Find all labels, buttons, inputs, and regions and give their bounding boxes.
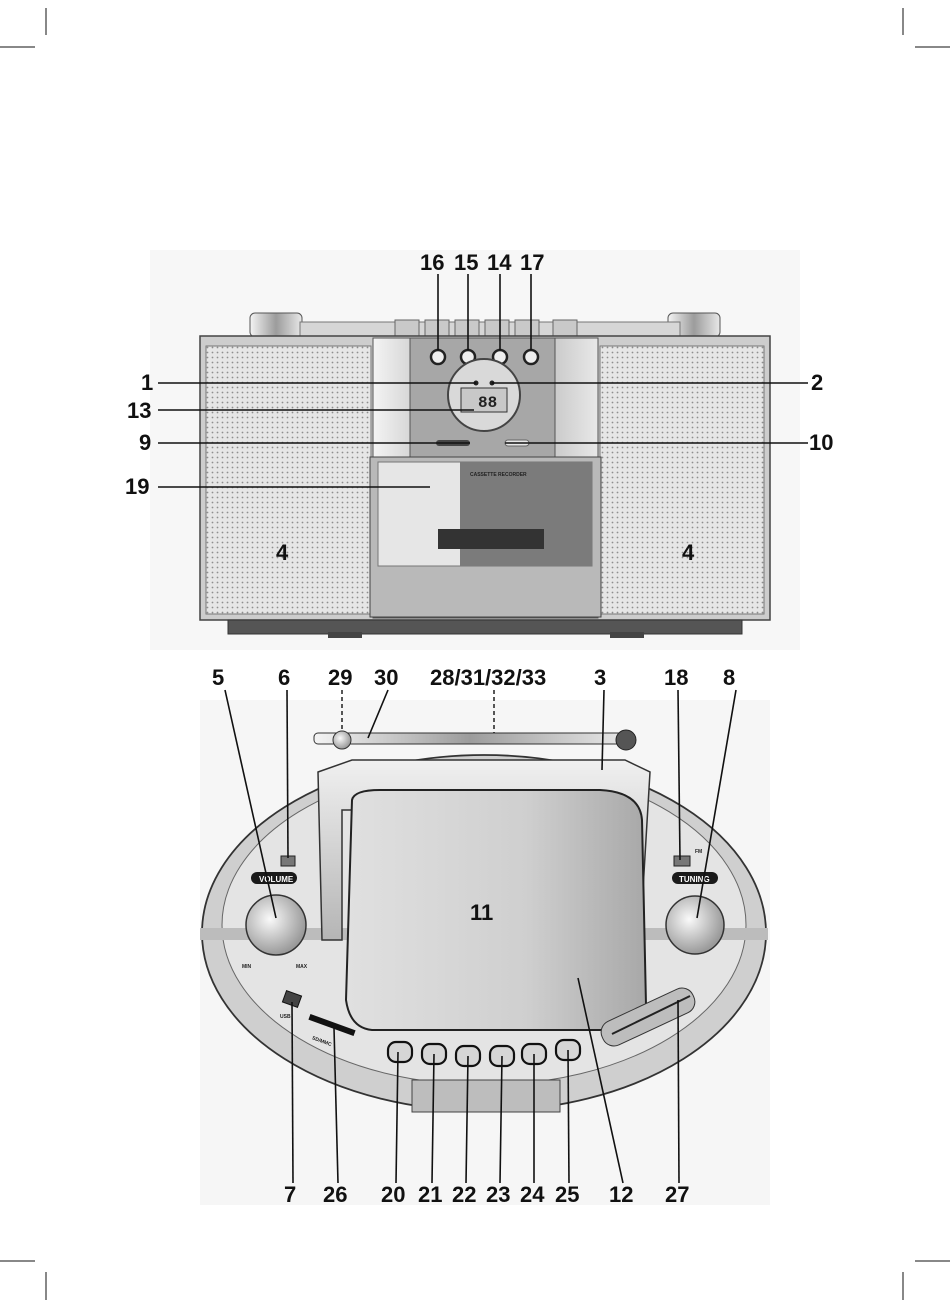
tuning-label: TUNING <box>679 875 710 884</box>
max-label: MAX <box>296 964 308 970</box>
callout-8: 8 <box>723 665 735 690</box>
callout-24: 24 <box>520 1182 545 1207</box>
callout-16: 16 <box>420 250 444 275</box>
callout-4-right: 4 <box>682 540 695 565</box>
usb-label: USB <box>280 1014 291 1020</box>
callout-2: 2 <box>811 370 823 395</box>
callout-29: 29 <box>328 665 352 690</box>
callout-25: 25 <box>555 1182 579 1207</box>
callout-13: 13 <box>127 398 151 423</box>
callout-7: 7 <box>284 1182 296 1207</box>
front-view: 88 CASSETTE RECORDER <box>150 250 800 650</box>
min-label: MIN <box>242 964 252 970</box>
tuning-knob <box>666 896 724 954</box>
callout-30: 30 <box>374 665 398 690</box>
callout-19: 19 <box>125 474 149 499</box>
callout-26: 26 <box>323 1182 347 1207</box>
callout-9: 9 <box>139 430 151 455</box>
band-switch <box>674 856 690 866</box>
callout-15: 15 <box>454 250 478 275</box>
volume-label: VOLUME <box>259 875 294 884</box>
antenna <box>314 733 626 744</box>
callout-28-31-32-33: 28/31/32/33 <box>430 665 546 690</box>
callout-23: 23 <box>486 1182 510 1207</box>
callout-20: 20 <box>381 1182 405 1207</box>
speaker-left <box>206 346 371 614</box>
callout-10: 10 <box>809 430 833 455</box>
cassette-label: CASSETTE RECORDER <box>470 472 527 478</box>
callout-27: 27 <box>665 1182 689 1207</box>
callout-17: 17 <box>520 250 544 275</box>
callout-4-left: 4 <box>276 540 289 565</box>
callout-22: 22 <box>452 1182 476 1207</box>
callout-12: 12 <box>609 1182 633 1207</box>
callout-18: 18 <box>664 665 688 690</box>
callout-14: 14 <box>487 250 512 275</box>
cd-lid <box>346 790 646 1030</box>
top-view: VOLUME MIN MAX TUNING FM USB SD/MMC <box>200 700 770 1205</box>
volume-knob <box>246 895 306 955</box>
callout-3: 3 <box>594 665 606 690</box>
callout-6: 6 <box>278 665 290 690</box>
display-digits: 88 <box>478 394 497 412</box>
speaker-right <box>600 346 764 614</box>
fm-label: FM <box>695 849 702 855</box>
callout-5: 5 <box>212 665 224 690</box>
callout-21: 21 <box>418 1182 442 1207</box>
callout-11: 11 <box>470 900 493 925</box>
callout-1: 1 <box>141 370 153 395</box>
